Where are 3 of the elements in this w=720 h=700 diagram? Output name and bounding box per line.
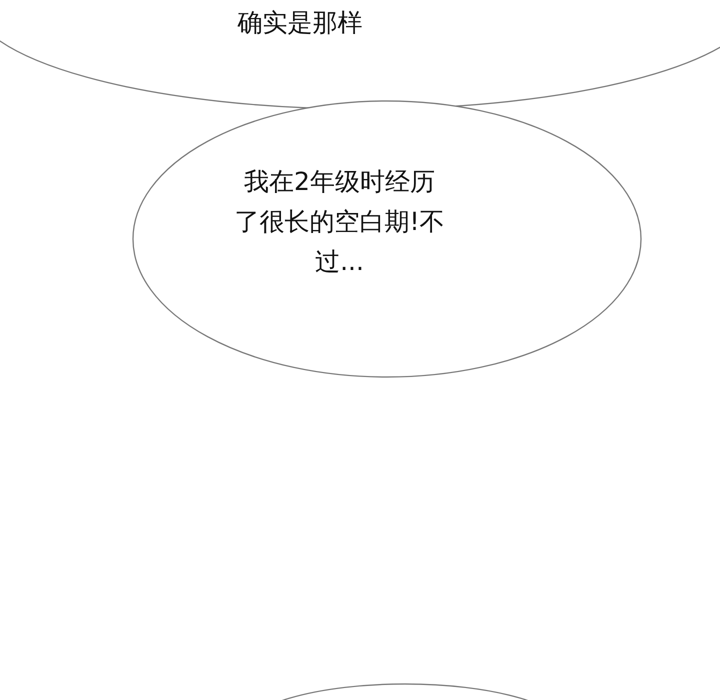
speech-text: 我在2年级时经历了很长的空白期!不过... [233, 166, 446, 278]
speech-text: 确实是那样 [236, 7, 364, 39]
speech-bubble [132, 100, 642, 378]
